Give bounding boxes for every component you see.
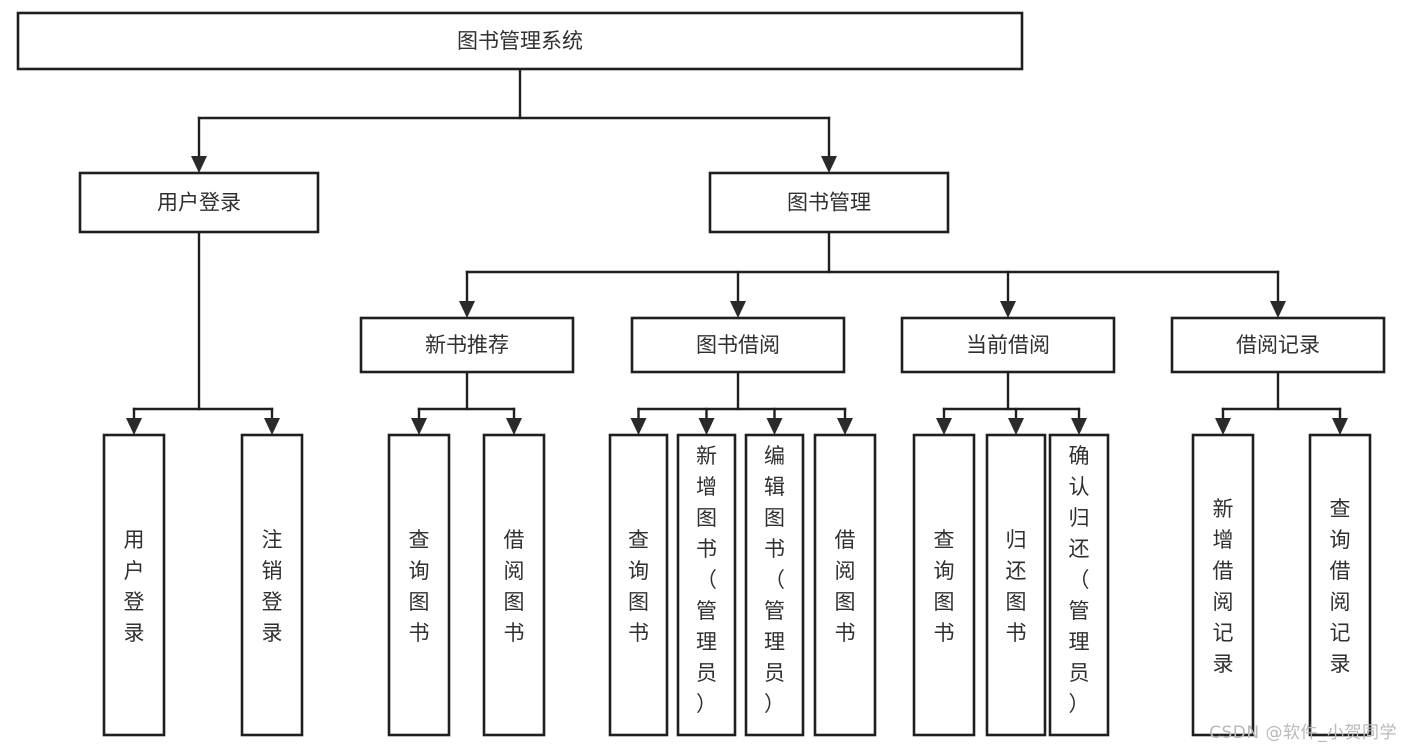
node-label: 查询图书 [628, 528, 649, 645]
node-user-login[interactable]: 用户登录 [78, 171, 320, 234]
arrow-head-icon [1332, 418, 1348, 435]
arrow-head-icon [459, 301, 475, 318]
node-box [813, 433, 877, 737]
node-label: 查询借阅记录 [1330, 497, 1351, 676]
node-leaf-query-book-rec[interactable]: 查询图书 [387, 433, 451, 737]
arrow-head-icon [506, 418, 522, 435]
node-box [608, 433, 669, 737]
node-label: 编辑图书（管理员） [764, 444, 785, 716]
node-box [240, 433, 304, 737]
node-label: 图书管理 [787, 191, 871, 215]
arrow-head-icon [821, 156, 837, 173]
node-box [1191, 433, 1255, 737]
node-label: 新增借阅记录 [1213, 497, 1234, 676]
node-box [359, 316, 575, 374]
node-box [1048, 433, 1110, 737]
node-box [708, 171, 950, 234]
connector-layer [126, 67, 1348, 435]
arrow-head-icon [837, 418, 853, 435]
node-label: 归还图书 [1006, 528, 1027, 645]
node-label: 当前借阅 [966, 333, 1050, 357]
node-label: 注销登录 [262, 528, 283, 645]
node-leaf-borrow-book-borrow[interactable]: 借阅图书 [813, 433, 877, 737]
arrow-head-icon [1071, 418, 1087, 435]
node-label: 用户登录 [157, 191, 241, 215]
node-leaf-edit-book-admin[interactable]: 编辑图书（管理员） [744, 433, 805, 737]
node-box [900, 316, 1116, 374]
arrow-head-icon [411, 418, 427, 435]
node-box [102, 433, 166, 737]
node-label: 图书借阅 [696, 333, 780, 357]
node-leaf-borrow-book-rec[interactable]: 借阅图书 [482, 433, 546, 737]
node-label: 借阅图书 [504, 528, 525, 645]
node-box [744, 433, 805, 737]
node-current-borrow[interactable]: 当前借阅 [900, 316, 1116, 374]
node-label: 查询图书 [409, 528, 430, 645]
node-box [482, 433, 546, 737]
node-box [912, 433, 976, 737]
arrow-head-icon [191, 156, 207, 173]
node-layer: 图书管理系统用户登录图书管理新书推荐图书借阅当前借阅借阅记录用户登录注销登录查询… [16, 11, 1386, 737]
node-leaf-user-login[interactable]: 用户登录 [102, 433, 166, 737]
arrow-head-icon [630, 418, 647, 435]
csdn-watermark: CSDN @软件_小贺同学 [1209, 723, 1397, 743]
node-box [1308, 433, 1372, 737]
node-box [16, 11, 1024, 71]
node-new-book-recommend[interactable]: 新书推荐 [359, 316, 575, 374]
node-label: 确认归还（管理员） [1069, 444, 1090, 716]
node-leaf-return-book[interactable]: 归还图书 [985, 433, 1047, 737]
arrow-head-icon [766, 418, 783, 435]
node-box [630, 316, 846, 374]
arrow-head-icon [730, 301, 746, 318]
node-box [676, 433, 737, 737]
arrow-head-icon [1270, 301, 1286, 318]
node-box [1170, 316, 1386, 374]
node-leaf-confirm-return-admin[interactable]: 确认归还（管理员） [1048, 433, 1110, 737]
node-leaf-add-borrow-record[interactable]: 新增借阅记录 [1191, 433, 1255, 737]
arrow-head-icon [936, 418, 952, 435]
node-leaf-logout[interactable]: 注销登录 [240, 433, 304, 737]
arrow-head-icon [126, 418, 142, 435]
node-label: 借阅图书 [835, 528, 856, 645]
node-root[interactable]: 图书管理系统 [16, 11, 1024, 71]
node-leaf-add-book-admin[interactable]: 新增图书（管理员） [676, 433, 737, 737]
arrow-head-icon [264, 418, 280, 435]
node-leaf-query-borrow-record[interactable]: 查询借阅记录 [1308, 433, 1372, 737]
node-box [78, 171, 320, 234]
arrow-head-icon [1215, 418, 1231, 435]
node-label: 用户登录 [124, 528, 145, 645]
node-book-manage[interactable]: 图书管理 [708, 171, 950, 234]
arrow-head-icon [1000, 301, 1016, 318]
node-leaf-query-book-current[interactable]: 查询图书 [912, 433, 976, 737]
node-label: 新增图书（管理员） [696, 444, 717, 716]
node-label: 图书管理系统 [457, 29, 583, 53]
node-leaf-query-book-borrow[interactable]: 查询图书 [608, 433, 669, 737]
arrow-head-icon [698, 418, 715, 435]
node-book-borrow[interactable]: 图书借阅 [630, 316, 846, 374]
arrow-head-icon [1008, 418, 1024, 435]
node-label: 查询图书 [934, 528, 955, 645]
node-label: 借阅记录 [1236, 333, 1320, 357]
node-box [387, 433, 451, 737]
node-box [985, 433, 1047, 737]
node-borrow-record[interactable]: 借阅记录 [1170, 316, 1386, 374]
node-label: 新书推荐 [425, 333, 509, 357]
